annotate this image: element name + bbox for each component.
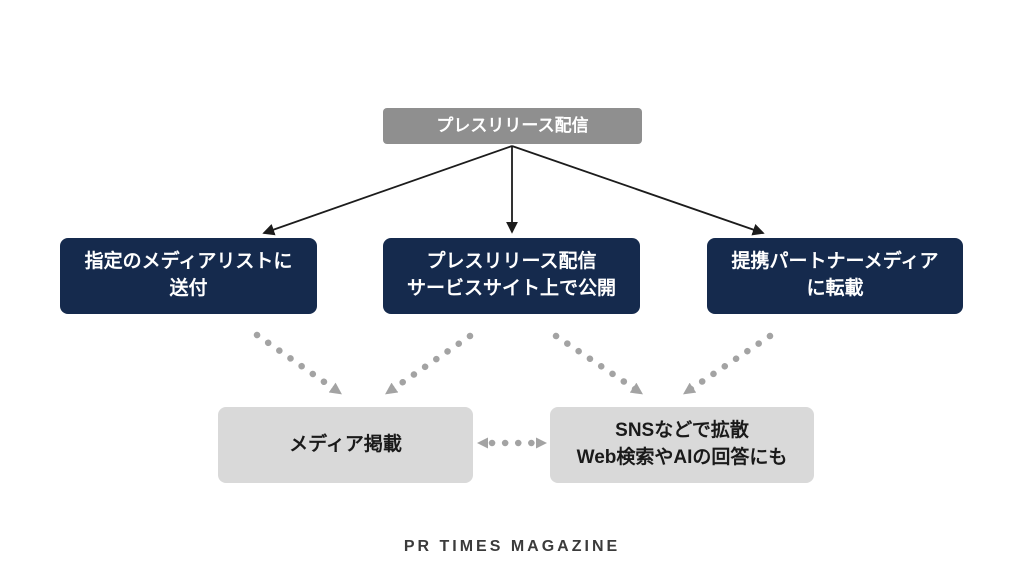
dotted-arrow-center-to-media <box>383 332 474 397</box>
node-publish-on-service-site: プレスリリース配信 サービスサイト上で公開 <box>383 238 640 314</box>
node-label: 指定のメディアリストに 送付 <box>84 251 293 299</box>
node-label: 提携パートナーメディア に転載 <box>731 251 939 299</box>
node-send-to-media-list: 指定のメディアリストに 送付 <box>60 238 317 314</box>
pr-times-magazine-logo: PR TIMES MAGAZINE <box>403 538 621 555</box>
node-label: プレスリリース配信 <box>436 115 589 135</box>
solid-arrow-top-to-right <box>511 145 765 236</box>
node-press-release-distribution: プレスリリース配信 <box>383 108 642 144</box>
dotted-arrow-center-to-sns <box>552 332 645 397</box>
node-media-coverage: メディア掲載 <box>218 407 473 483</box>
node-repost-partner-media: 提携パートナーメディア に転載 <box>707 238 963 314</box>
node-label: メディア掲載 <box>289 433 402 455</box>
node-label: プレスリリース配信 サービスサイト上で公開 <box>406 251 616 299</box>
solid-arrow-top-to-left <box>262 145 513 236</box>
dotted-arrow-media-sns-bidirectional <box>477 437 547 449</box>
dotted-arrow-right-to-sns <box>681 332 774 397</box>
node-label: SNSなどで拡散 Web検索やAIの回答にも <box>576 420 788 468</box>
dotted-arrow-left-to-media <box>253 331 344 397</box>
node-sns-spread: SNSなどで拡散 Web検索やAIの回答にも <box>550 407 814 483</box>
